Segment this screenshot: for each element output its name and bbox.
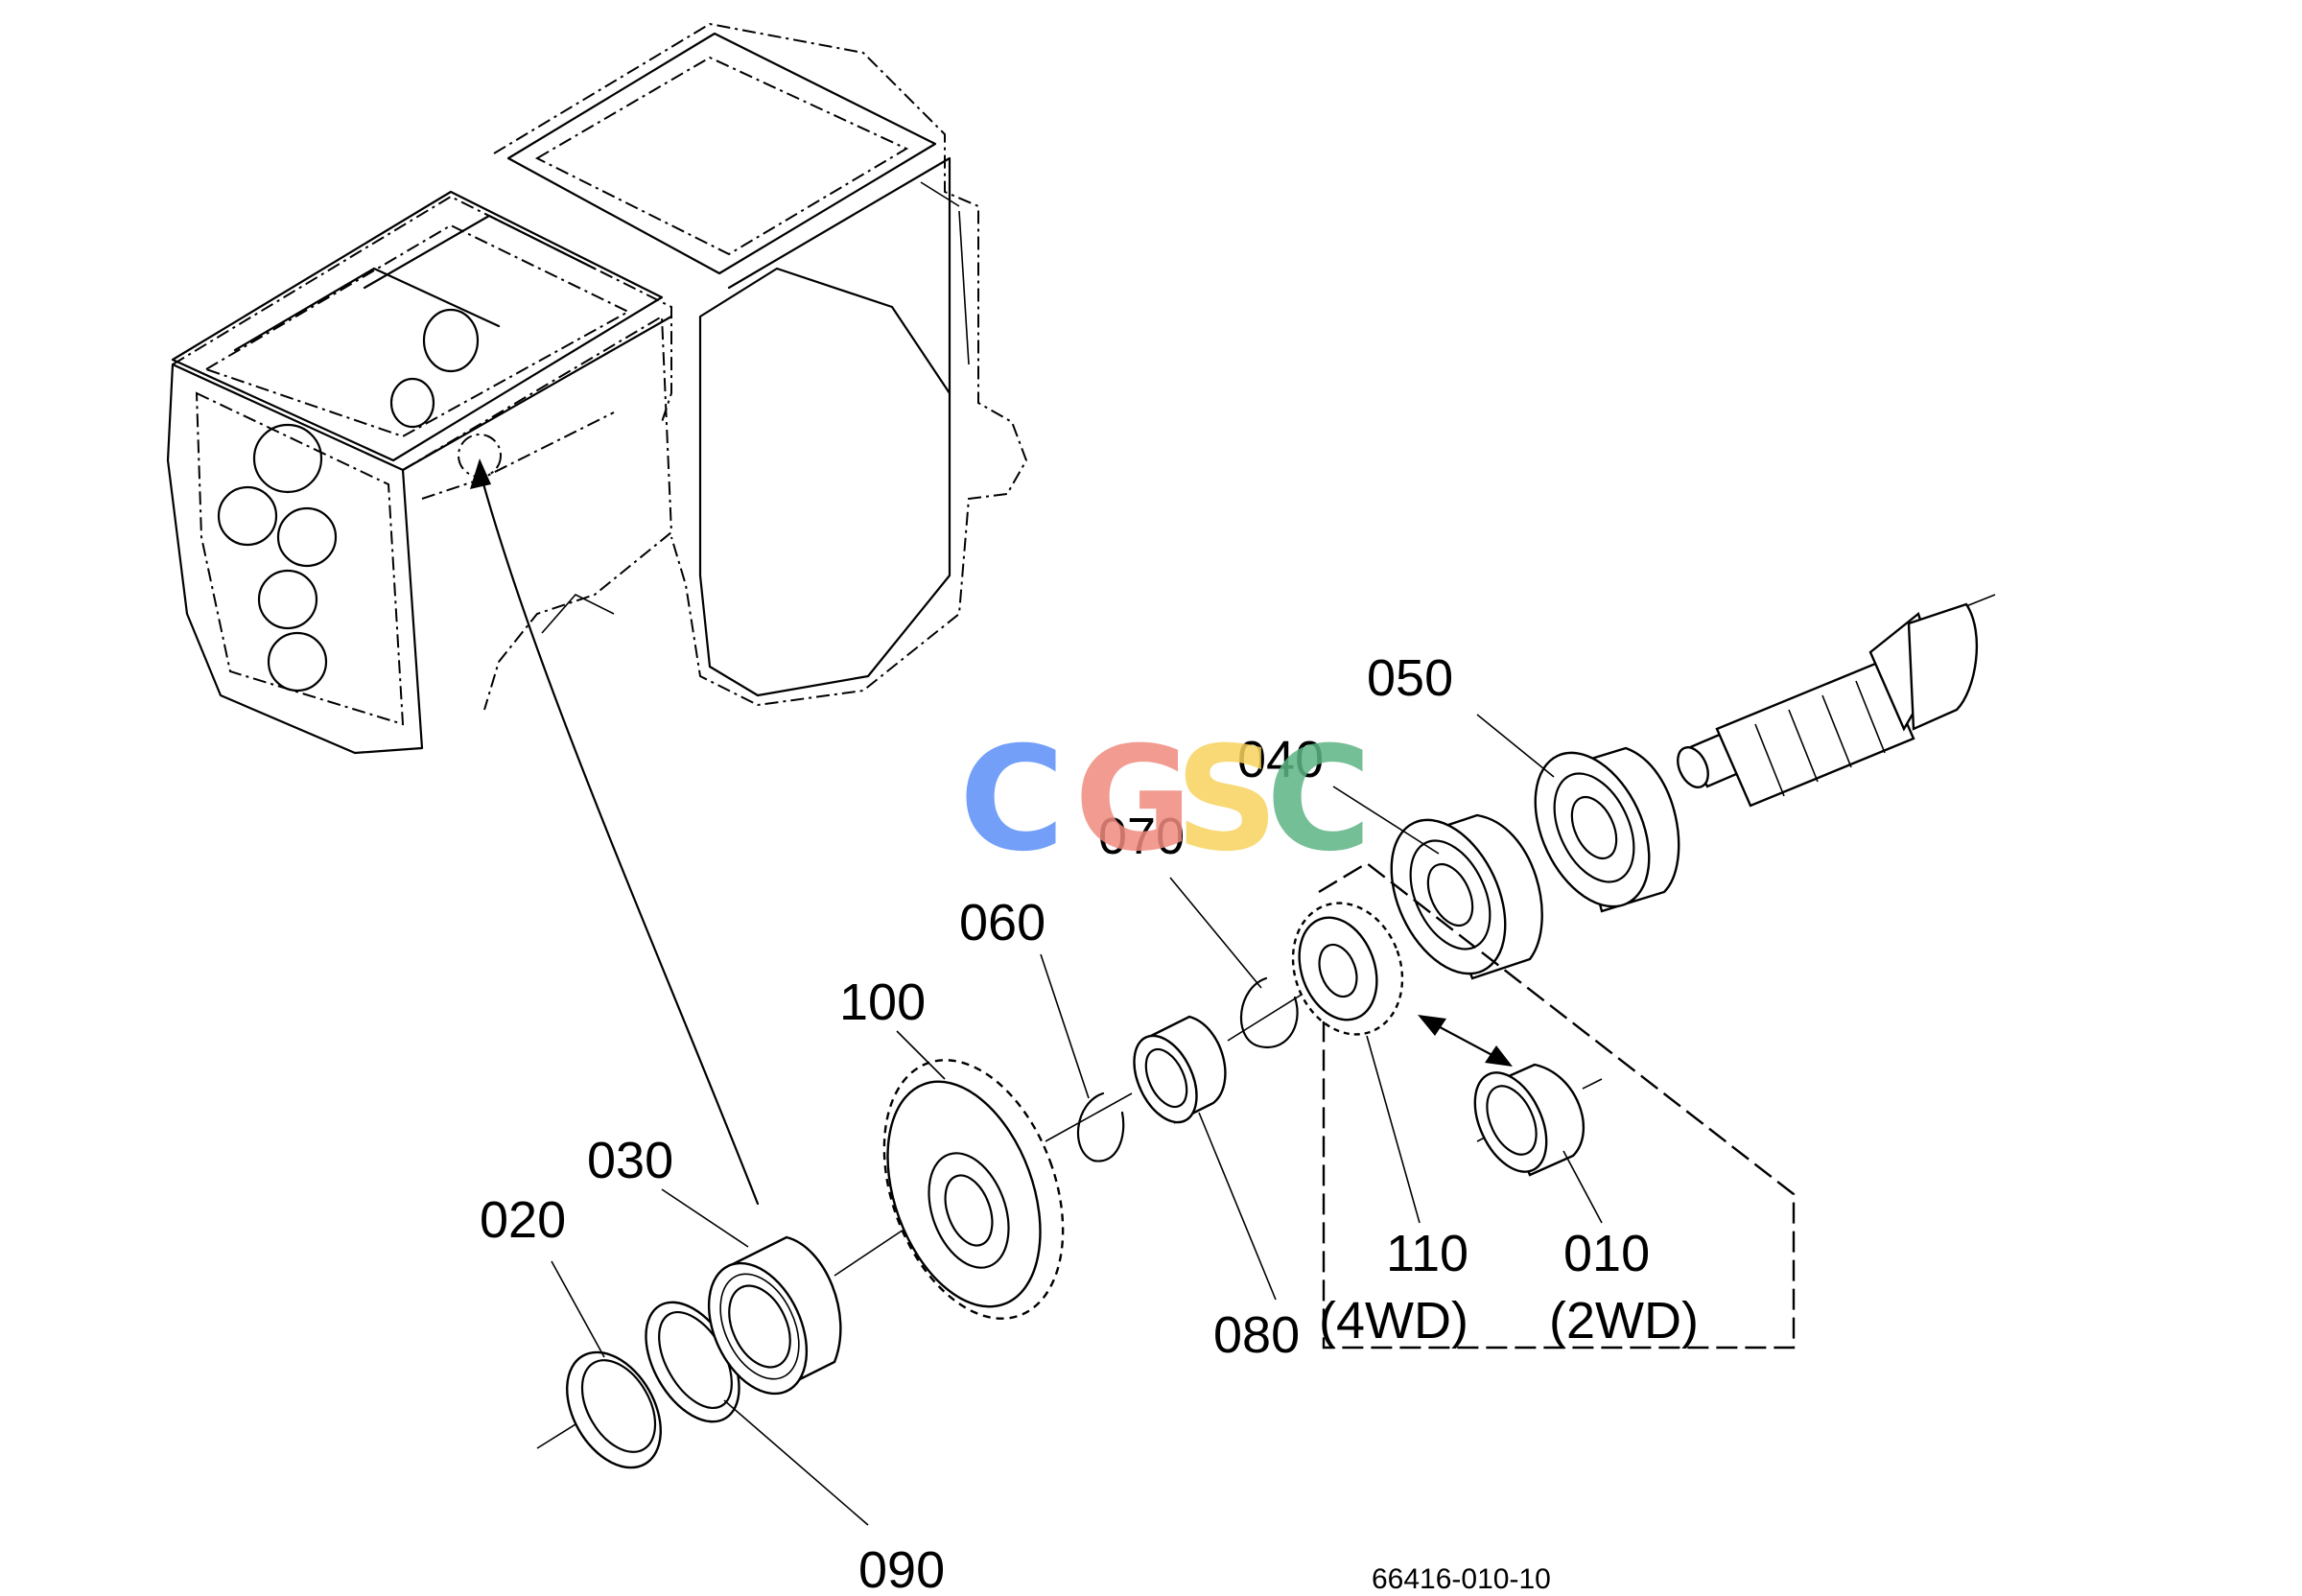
swap-double-arrow xyxy=(1418,1015,1513,1067)
watermark-letter-g: G xyxy=(1074,716,1192,883)
label-100: 100 xyxy=(839,974,926,1031)
part-040-bearing xyxy=(1390,813,1543,980)
label-2wd: (2WD) xyxy=(1549,1292,1699,1350)
label-040: 040 xyxy=(1237,731,1324,788)
pinion-shaft xyxy=(1677,602,1979,808)
leader-lines xyxy=(551,714,1603,1526)
drawing-code: 66416-010-10 xyxy=(1372,1563,1551,1595)
label-010: 010 xyxy=(1563,1225,1650,1282)
part-100-gear xyxy=(882,1059,1065,1320)
part-030-bearing xyxy=(707,1235,842,1396)
part-070-ring xyxy=(1239,976,1299,1048)
label-080: 080 xyxy=(1213,1306,1300,1364)
cgsc-watermark-logo: C G S C xyxy=(959,716,1372,883)
label-050: 050 xyxy=(1367,649,1453,707)
label-020: 020 xyxy=(480,1191,566,1249)
label-070: 070 xyxy=(1098,808,1185,865)
transmission-housing xyxy=(166,22,1028,755)
label-110: 110 xyxy=(1386,1225,1468,1282)
variant-group-box xyxy=(1318,861,1796,1350)
watermark-letter-s: S xyxy=(1175,716,1279,883)
label-4wd: (4WD) xyxy=(1319,1292,1468,1350)
watermark-letter-c1: C xyxy=(959,716,1065,883)
watermark-letter-c2: C xyxy=(1266,716,1372,883)
part-060-circlip xyxy=(1076,1091,1125,1162)
part-020-seal xyxy=(566,1350,662,1469)
label-030: 030 xyxy=(587,1132,673,1189)
part-labels: 020 030 100 060 070 040 050 110 010 080 … xyxy=(480,649,1699,1596)
part-050-bearing xyxy=(1534,746,1680,913)
label-060: 060 xyxy=(959,894,1045,951)
part-080-collar xyxy=(1133,1015,1227,1124)
install-location-arrow xyxy=(470,458,760,1206)
label-090: 090 xyxy=(858,1541,945,1596)
part-010-collar xyxy=(1473,1063,1586,1177)
part-110-gear xyxy=(1291,902,1404,1036)
